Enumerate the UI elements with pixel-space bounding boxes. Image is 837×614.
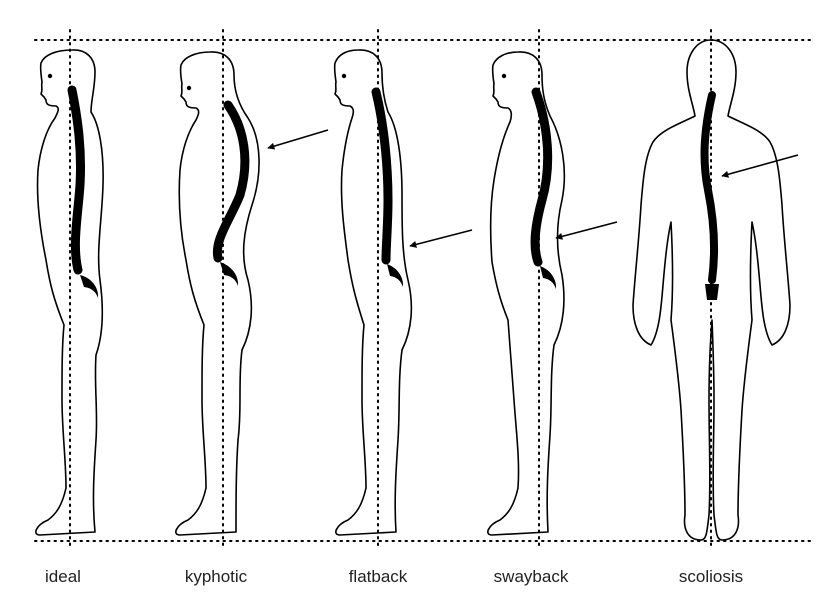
figure-flatback — [333, 29, 473, 551]
spine-swayback — [530, 87, 553, 267]
eye-ideal — [47, 73, 53, 79]
arrow-scoliosis — [721, 154, 799, 178]
sacrum-ideal — [80, 275, 99, 298]
sacrum-flatback — [387, 264, 404, 287]
body-outline-flatback — [333, 49, 413, 536]
arrow-swayback — [555, 221, 618, 240]
sacrum-swayback — [540, 266, 557, 289]
spine-ideal — [67, 85, 86, 275]
body-outline-kyphotic — [175, 51, 260, 536]
arrow-kyphotic — [267, 129, 329, 150]
figure-scoliosis — [632, 29, 799, 551]
caption-ideal: ideal — [45, 567, 81, 586]
figure-swayback — [487, 29, 618, 551]
figure-kyphotic — [175, 29, 329, 551]
sacrum-scoliosis — [705, 284, 719, 300]
arrow-flatback — [409, 229, 473, 248]
eye-flatback — [341, 73, 347, 79]
body-outline-ideal — [35, 49, 104, 536]
caption-flatback: flatback — [349, 567, 408, 586]
spine-kyphotic — [212, 100, 250, 263]
caption-kyphotic: kyphotic — [185, 567, 248, 586]
body-outline-swayback — [487, 51, 566, 536]
sacrum-kyphotic — [220, 262, 239, 286]
spine-flatback — [371, 87, 393, 265]
body-outline-scoliosis — [632, 39, 791, 541]
spine-scoliosis — [700, 91, 719, 284]
figure-ideal — [35, 29, 104, 551]
caption-swayback: swayback — [494, 567, 569, 586]
eye-kyphotic — [186, 85, 192, 91]
eye-swayback — [501, 73, 507, 79]
caption-scoliosis: scoliosis — [679, 567, 743, 586]
